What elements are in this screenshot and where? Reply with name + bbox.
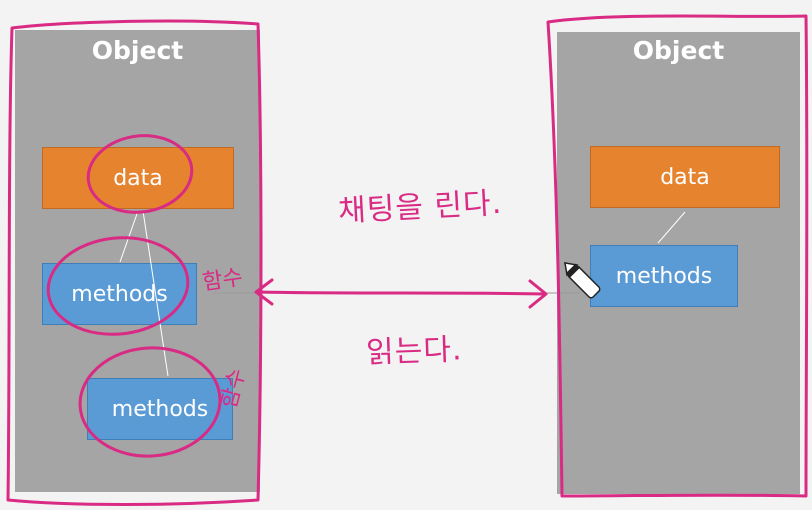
left-data-box: data — [42, 147, 234, 209]
annotation-top: 채팅을 린다. — [337, 185, 504, 230]
right-object-title: Object — [632, 36, 725, 65]
left-object-title: Object — [91, 36, 184, 65]
annotation-left-side-top: 함수 — [200, 265, 245, 296]
right-object-panel: Object data methods — [557, 32, 800, 494]
left-methods-bottom-box: methods — [87, 378, 233, 440]
right-data-box: data — [590, 146, 780, 208]
double-arrow-line — [256, 290, 547, 296]
right-methods-box: methods — [590, 245, 738, 307]
left-methods-top-box: methods — [42, 263, 197, 325]
double-arrow-right-head — [528, 279, 548, 309]
annotation-bottom: 읽는다. — [365, 332, 464, 371]
